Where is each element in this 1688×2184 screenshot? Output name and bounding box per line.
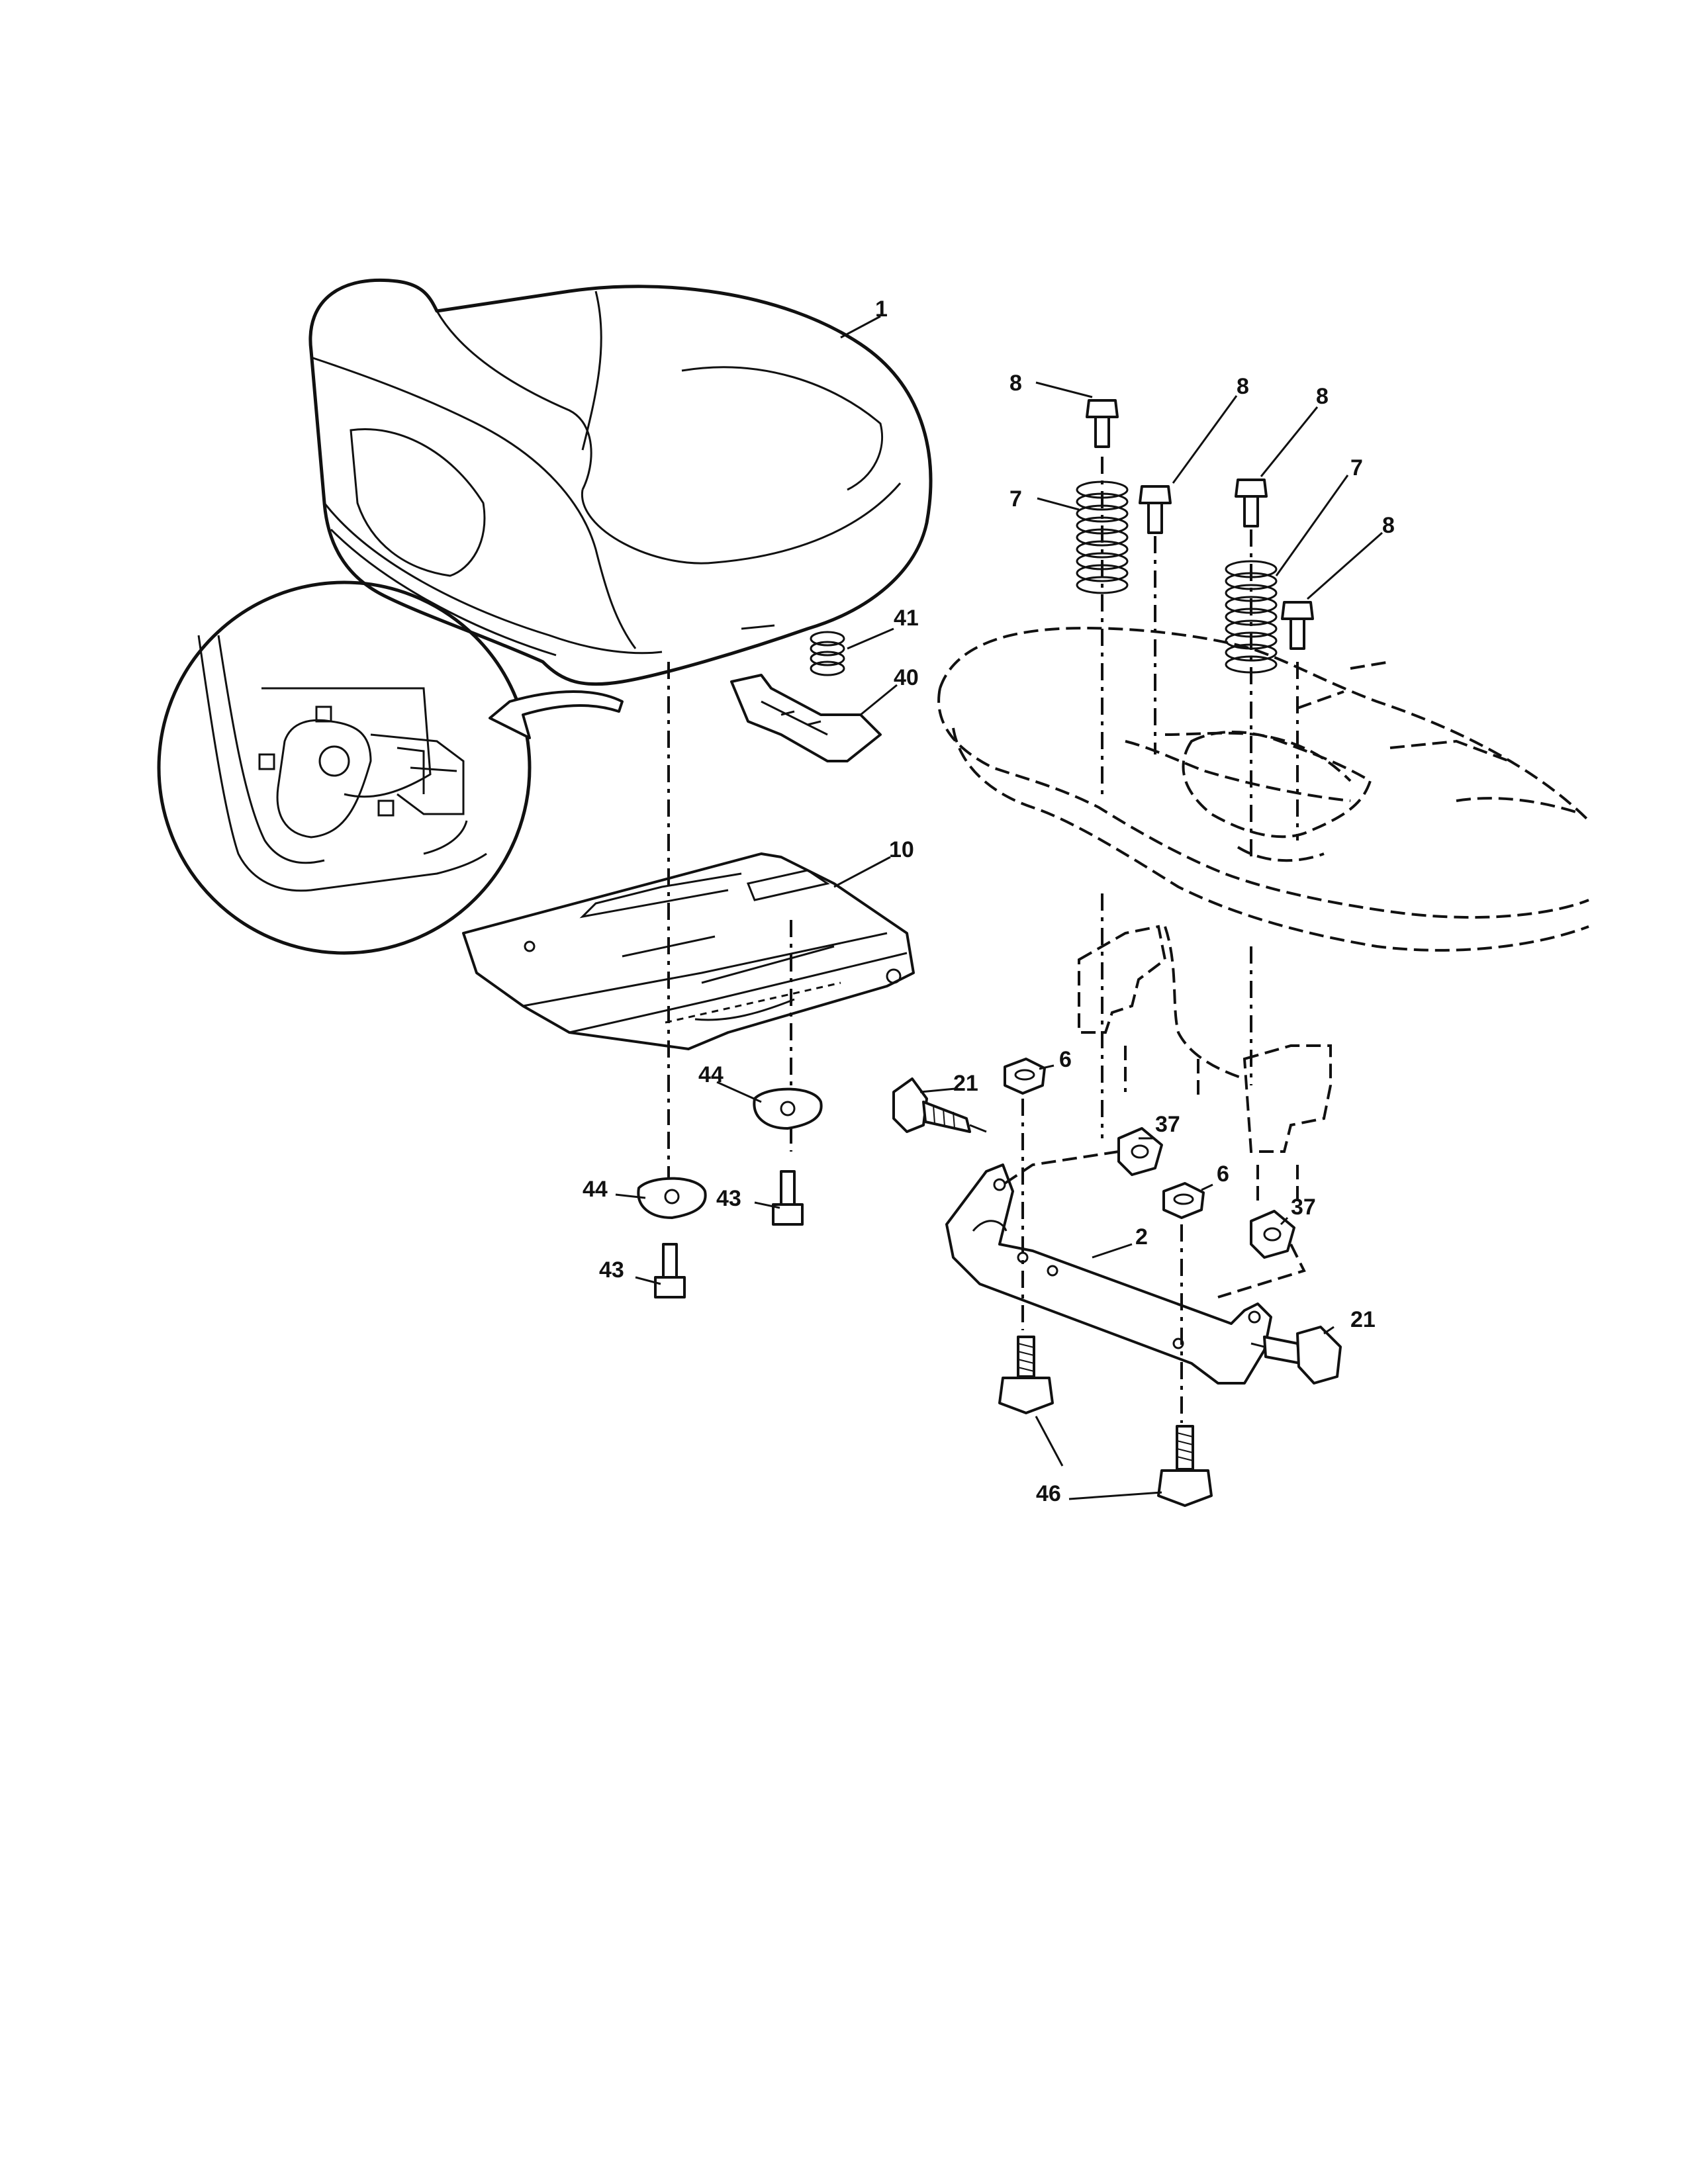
callout-8b: 8 <box>1237 374 1249 399</box>
spring-7a <box>1076 480 1129 594</box>
nut-37a <box>1117 1127 1163 1176</box>
callout-21b: 21 <box>1350 1307 1376 1332</box>
bracket-2 <box>945 1163 1272 1385</box>
seat-pan <box>462 852 915 1050</box>
callout-43b: 43 <box>599 1257 624 1283</box>
detail-inset <box>157 580 624 955</box>
leader-lines <box>615 315 1383 1500</box>
bolt-8b <box>1139 485 1172 534</box>
bolt-8d <box>1281 601 1314 650</box>
bolt-21a <box>892 1077 987 1133</box>
callout-37b: 37 <box>1291 1195 1316 1220</box>
callout-8c: 8 <box>1316 384 1329 409</box>
callout-43a: 43 <box>716 1186 741 1211</box>
callout-44a: 44 <box>698 1062 724 1087</box>
callout-41: 41 <box>894 606 919 631</box>
bolt-8a <box>1086 399 1119 448</box>
callout-7a: 7 <box>1009 486 1022 512</box>
washer-44a <box>753 1087 823 1130</box>
mount-plates <box>1078 925 1332 1205</box>
bolt-46a <box>998 1336 1054 1414</box>
spring-7b <box>1225 560 1278 674</box>
callout-8d: 8 <box>1382 513 1395 538</box>
washer-44b <box>637 1177 707 1219</box>
bolt-46b <box>1157 1425 1213 1507</box>
callout-6a: 6 <box>1059 1047 1072 1072</box>
callout-10: 10 <box>889 837 914 862</box>
callout-8a: 8 <box>1009 371 1022 396</box>
callout-1: 1 <box>875 296 888 322</box>
fender-outline <box>937 627 1590 952</box>
bolt-21b <box>1250 1326 1342 1385</box>
screw-43b <box>654 1243 686 1298</box>
bracket-40 <box>730 674 882 762</box>
callout-2: 2 <box>1135 1224 1148 1250</box>
callout-7b: 7 <box>1350 455 1363 480</box>
callout-37a: 37 <box>1155 1112 1180 1137</box>
seat <box>308 278 933 686</box>
nut-6b <box>1162 1182 1205 1219</box>
callout-40: 40 <box>894 665 919 690</box>
screw-43a <box>772 1170 804 1226</box>
callout-6b: 6 <box>1217 1161 1229 1187</box>
bolt-8c <box>1235 478 1268 527</box>
callout-44b: 44 <box>583 1177 608 1202</box>
spring-41 <box>810 631 845 676</box>
callout-46: 46 <box>1036 1481 1061 1506</box>
callout-21a: 21 <box>953 1071 978 1096</box>
nut-6a <box>1004 1058 1046 1095</box>
